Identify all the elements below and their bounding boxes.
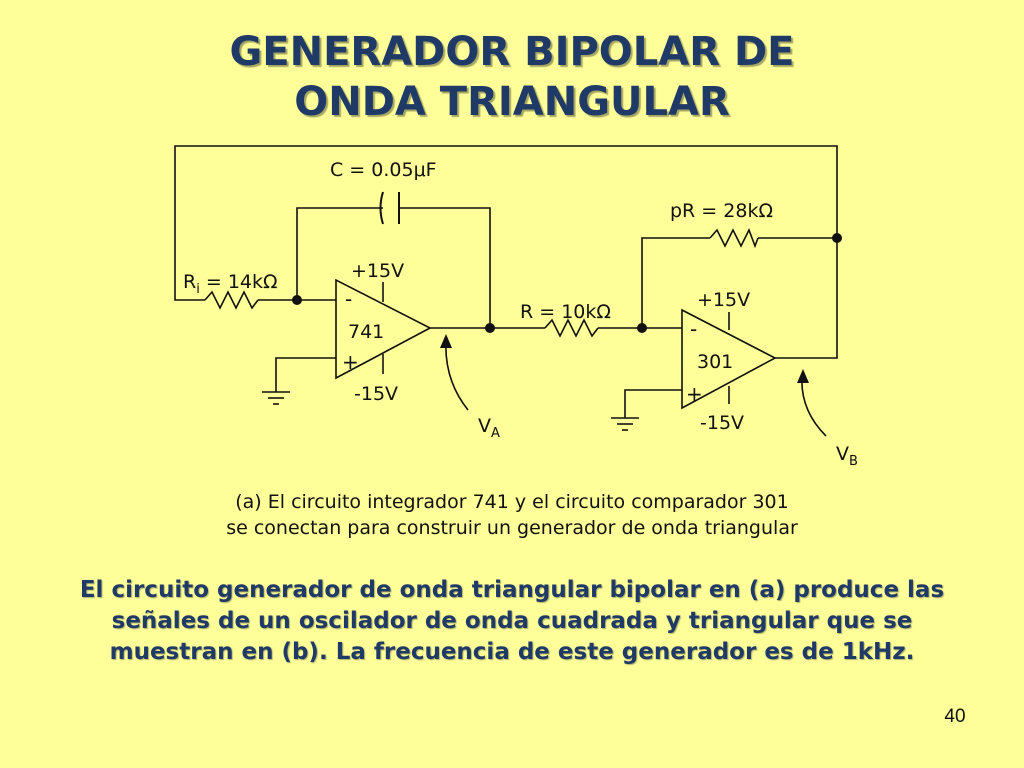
figure-caption-line-2: se conectan para construir un generador … xyxy=(226,517,798,539)
ground-symbol-2 xyxy=(611,417,639,431)
opamp2-inv-sign: - xyxy=(690,317,697,341)
pr-label: pR = 28kΩ xyxy=(670,200,773,222)
junction-dots xyxy=(292,233,842,333)
junction-dot xyxy=(485,323,495,333)
va-arrow xyxy=(445,339,469,411)
ri-label-main: R xyxy=(183,271,196,293)
slide-title-line-1: GENERADOR BIPOLAR DE xyxy=(229,29,795,75)
description-paragraph: El circuito generador de onda triangular… xyxy=(79,577,945,665)
junction-dot xyxy=(832,233,842,243)
opamp1-name: 741 xyxy=(348,321,384,343)
resistor-ri xyxy=(204,290,259,310)
feedback-wire xyxy=(174,145,838,301)
ri-label: Ri = 14kΩ xyxy=(183,271,278,297)
opamp-301 xyxy=(681,308,777,410)
ground-symbol-1 xyxy=(262,391,290,405)
slide-title-line-2: ONDA TRIANGULAR xyxy=(294,79,730,125)
cap-left-wire xyxy=(296,207,383,300)
vb-arrow xyxy=(801,375,827,437)
va-label-sub: A xyxy=(491,426,500,441)
vb-label-sub: B xyxy=(849,454,858,469)
junction-dot xyxy=(637,323,647,333)
resistor-pr xyxy=(709,228,759,249)
circuit-diagram: C = 0.05μF pR = 28kΩ R = 10kΩ Ri = 14kΩ … xyxy=(174,145,858,469)
junction-dot xyxy=(292,295,302,305)
opamp2-noninv-sign: + xyxy=(686,382,703,406)
ri-label-value: = 14kΩ xyxy=(200,271,278,293)
opamp2-name: 301 xyxy=(697,351,733,373)
opamp-741 xyxy=(335,278,432,380)
cap-right-wire xyxy=(399,207,491,328)
page-number: 40 xyxy=(944,706,966,727)
capacitor xyxy=(379,191,400,225)
vb-label: VB xyxy=(836,443,858,469)
capacitor-label: C = 0.05μF xyxy=(330,159,437,181)
opamp1-noninv-sign: + xyxy=(342,350,359,374)
opamp2-vplus-label: +15V xyxy=(697,289,750,311)
circuit-wires xyxy=(174,145,838,418)
opamp1-vplus-label: +15V xyxy=(351,260,404,282)
va-label-main: V xyxy=(478,415,491,437)
resistor-r xyxy=(544,318,599,338)
opamp1-vminus-label: -15V xyxy=(354,383,398,405)
ri-label-sub: i xyxy=(196,282,200,297)
opamp2-vminus-label: -15V xyxy=(700,412,744,434)
vb-label-main: V xyxy=(836,443,849,465)
vb-arrow-head xyxy=(797,369,809,383)
opamp1-inv-sign: - xyxy=(345,287,352,311)
opamp2-output-wire xyxy=(775,238,838,359)
opamp1-ground-wire xyxy=(275,357,336,392)
r-label: R = 10kΩ xyxy=(520,301,611,323)
va-label: VA xyxy=(478,415,500,441)
pr-left-wire xyxy=(641,237,710,328)
opamp2-ground-wire xyxy=(624,389,682,418)
va-arrow-head xyxy=(440,334,452,348)
figure-caption-line-1: (a) El circuito integrador 741 y el circ… xyxy=(235,491,789,513)
